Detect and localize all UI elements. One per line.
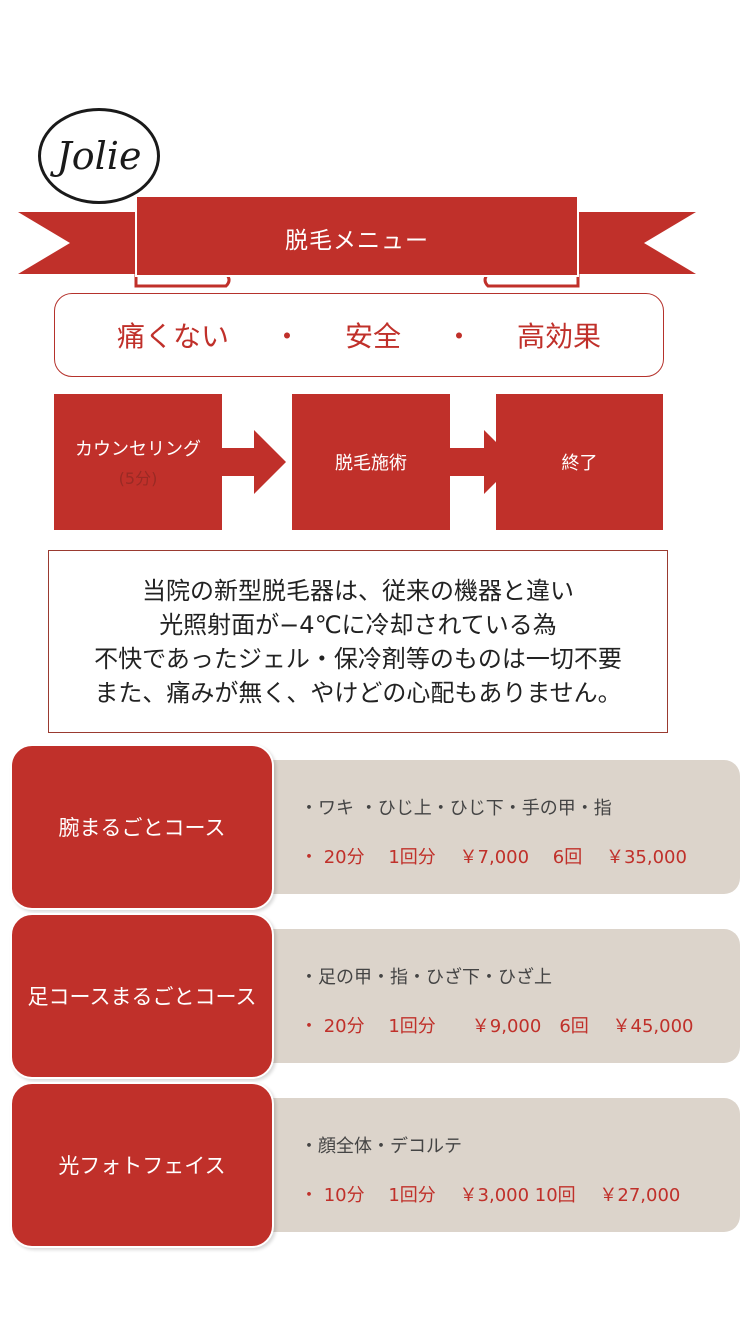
step-duration: (5分)	[118, 469, 158, 488]
logo-text: Jolie	[56, 134, 142, 178]
step-label: カウンセリング	[75, 439, 201, 460]
course-name[interactable]: 光フォトフェイス	[10, 1082, 274, 1248]
banner-title: 脱毛メニュー	[285, 228, 429, 254]
description-line: 不快であったジェル・保冷剤等のものは一切不要	[94, 644, 622, 673]
course-detail-panel	[250, 929, 740, 1063]
course-areas: ・顔全体・デコルテ	[300, 1136, 462, 1157]
course-price: ・ 20分 1回分 ￥9,000 6回 ￥45,000	[300, 1016, 694, 1037]
tagline-dot: ・	[445, 320, 474, 353]
course-price: ・ 10分 1回分 ￥3,000 10回 ￥27,000	[300, 1185, 681, 1206]
course-card-leg[interactable]: 足コースまるごとコース ・足の甲・指・ひざ下・ひざ上 ・ 20分 1回分 ￥9,…	[10, 913, 740, 1079]
arrow-right-icon	[216, 430, 286, 494]
menu-banner: 脱毛メニュー	[18, 192, 696, 292]
course-name[interactable]: 腕まるごとコース	[10, 744, 274, 910]
course-card-arm[interactable]: 腕まるごとコース ・ワキ ・ひじ上・ひじ下・手の甲・指 ・ 20分 1回分 ￥7…	[10, 744, 740, 910]
course-areas: ・足の甲・指・ひざ下・ひざ上	[300, 967, 552, 988]
tagline-dot: ・	[272, 320, 301, 353]
description-line: 当院の新型脱毛器は、従来の機器と違い	[142, 576, 574, 605]
jolie-logo: Jolie	[38, 108, 160, 204]
description-box: 当院の新型脱毛器は、従来の機器と違い 光照射面が−4℃に冷却されている為 不快で…	[48, 550, 668, 733]
ribbon-shape	[18, 195, 696, 288]
feature-tagline: 痛くない ・ 安全 ・ 高効果	[54, 293, 664, 377]
step-finish: 終了	[496, 394, 663, 530]
course-detail-panel	[250, 1098, 740, 1232]
description-line: また、痛みが無く、やけどの心配もありません。	[94, 678, 622, 707]
course-name[interactable]: 足コースまるごとコース	[10, 913, 274, 1079]
tagline-effective: 高効果	[517, 320, 602, 353]
step-label: 終了	[561, 453, 598, 474]
step-treatment: 脱毛施術	[292, 394, 450, 530]
course-detail-panel	[250, 760, 740, 894]
tagline-painless: 痛くない	[116, 320, 229, 353]
step-counseling: カウンセリング (5分)	[54, 394, 222, 530]
course-card-face[interactable]: 光フォトフェイス ・顔全体・デコルテ ・ 10分 1回分 ￥3,000 10回 …	[10, 1082, 740, 1248]
course-price: ・ 20分 1回分 ￥7,000 6回 ￥35,000	[300, 847, 687, 868]
tagline-safe: 安全	[344, 320, 401, 353]
step-label: 脱毛施術	[335, 453, 407, 474]
course-areas: ・ワキ ・ひじ上・ひじ下・手の甲・指	[300, 798, 612, 819]
description-line: 光照射面が−4℃に冷却されている為	[159, 610, 557, 639]
